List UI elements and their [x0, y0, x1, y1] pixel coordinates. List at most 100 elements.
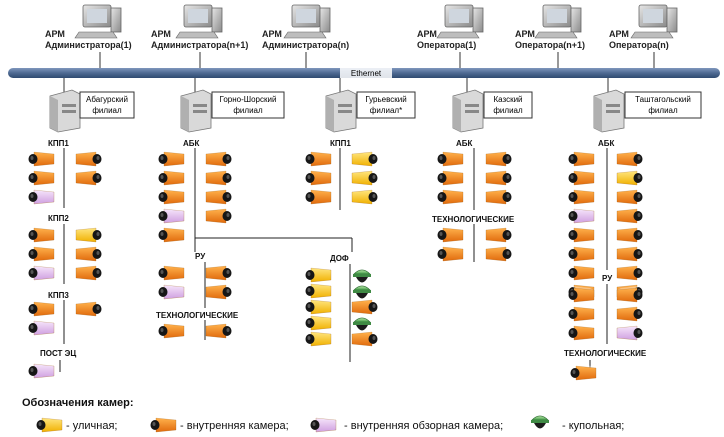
indoor-camera-icon[interactable]: [75, 150, 102, 167]
indoor-camera-icon[interactable]: [205, 283, 232, 300]
branch-server-kazsky[interactable]: Казский филиал: [452, 78, 533, 133]
indoor-camera-icon[interactable]: [158, 169, 185, 186]
indoor-camera-icon[interactable]: [205, 188, 232, 205]
group-label: ТЕХНОЛОГИЧЕСКИЕ: [564, 349, 647, 358]
indoor-camera-icon[interactable]: [568, 150, 595, 167]
dome-camera-icon[interactable]: [353, 285, 371, 299]
indoor-camera-icon[interactable]: [158, 264, 185, 281]
branch-server-abagur[interactable]: Абагурский филиал: [49, 78, 135, 133]
indoor-camera-icon[interactable]: [437, 245, 464, 262]
indoor-camera-icon[interactable]: [568, 188, 595, 205]
indoor-camera-icon[interactable]: [205, 322, 232, 339]
indoor-camera-icon[interactable]: [485, 245, 512, 262]
indoor-camera-icon[interactable]: [205, 169, 232, 186]
branch-server-guryevsky[interactable]: Гурьевский филиал*: [325, 78, 416, 133]
indoor-camera-icon[interactable]: [437, 169, 464, 186]
indoor-camera-icon[interactable]: [437, 150, 464, 167]
indoor-overview-camera-icon[interactable]: [28, 362, 55, 379]
indoor-overview-camera-icon[interactable]: [28, 188, 55, 205]
outdoor-camera-icon[interactable]: [36, 416, 63, 433]
indoor-camera-icon[interactable]: [568, 169, 595, 186]
indoor-camera-icon[interactable]: [75, 300, 102, 317]
workstation-admin-n1[interactable]: АРМ Администратора(n+1): [151, 4, 248, 50]
indoor-camera-icon[interactable]: [305, 169, 332, 186]
indoor-overview-camera-icon[interactable]: [28, 264, 55, 281]
outdoor-camera-icon[interactable]: [305, 298, 332, 315]
indoor-camera-icon[interactable]: [351, 298, 378, 315]
indoor-camera-icon[interactable]: [616, 245, 643, 262]
indoor-camera-icon[interactable]: [28, 300, 55, 317]
indoor-camera-icon[interactable]: [150, 416, 177, 433]
indoor-camera-icon[interactable]: [158, 150, 185, 167]
indoor-camera-icon[interactable]: [75, 169, 102, 186]
indoor-camera-icon[interactable]: [28, 169, 55, 186]
workstation-operator-n[interactable]: АРМ Оператора(n): [609, 4, 678, 50]
indoor-camera-icon[interactable]: [205, 264, 232, 281]
indoor-camera-icon[interactable]: [158, 226, 185, 243]
workstation-admin-1[interactable]: АРМ Администратора(1): [45, 4, 132, 50]
indoor-camera-icon[interactable]: [75, 245, 102, 262]
indoor-camera-icon[interactable]: [568, 324, 595, 341]
outdoor-camera-icon[interactable]: [351, 169, 378, 186]
outdoor-camera-icon[interactable]: [305, 314, 332, 331]
indoor-camera-icon[interactable]: [28, 150, 55, 167]
outdoor-camera-icon[interactable]: [351, 150, 378, 167]
indoor-camera-icon[interactable]: [568, 264, 595, 281]
indoor-camera-icon[interactable]: [75, 264, 102, 281]
outdoor-camera-icon[interactable]: [305, 266, 332, 283]
indoor-camera-icon[interactable]: [616, 188, 643, 205]
workstations: АРМ Администратора(1) АРМ Администратора…: [45, 4, 678, 50]
indoor-camera-icon[interactable]: [568, 305, 595, 322]
indoor-camera-icon[interactable]: [205, 207, 232, 224]
indoor-camera-icon[interactable]: [485, 226, 512, 243]
cameras: [28, 150, 643, 381]
outdoor-camera-icon[interactable]: [351, 188, 378, 205]
branch-server-tashtagol[interactable]: Таштагольский филиал: [593, 78, 702, 133]
indoor-camera-icon[interactable]: [437, 226, 464, 243]
branch-name: Гурьевский: [365, 95, 406, 104]
indoor-camera-icon[interactable]: [568, 226, 595, 243]
indoor-camera-icon[interactable]: [158, 322, 185, 339]
indoor-overview-camera-icon[interactable]: [158, 283, 185, 300]
indoor-camera-icon[interactable]: [570, 364, 597, 381]
indoor-camera-icon[interactable]: [485, 188, 512, 205]
outdoor-camera-icon[interactable]: [616, 169, 643, 186]
indoor-camera-icon[interactable]: [568, 286, 595, 303]
workstation-operator-1[interactable]: АРМ Оператора(1): [417, 4, 484, 50]
indoor-camera-icon[interactable]: [485, 169, 512, 186]
indoor-overview-camera-icon[interactable]: [310, 416, 337, 433]
indoor-camera-icon[interactable]: [616, 207, 643, 224]
indoor-camera-icon[interactable]: [616, 305, 643, 322]
indoor-overview-camera-icon[interactable]: [158, 207, 185, 224]
indoor-overview-camera-icon[interactable]: [28, 319, 55, 336]
indoor-camera-icon[interactable]: [351, 330, 378, 347]
dome-camera-icon[interactable]: [353, 317, 371, 331]
indoor-camera-icon[interactable]: [437, 188, 464, 205]
indoor-overview-camera-icon[interactable]: [568, 207, 595, 224]
indoor-camera-icon[interactable]: [568, 245, 595, 262]
indoor-camera-icon[interactable]: [485, 150, 512, 167]
indoor-camera-icon[interactable]: [28, 226, 55, 243]
indoor-camera-icon[interactable]: [158, 188, 185, 205]
indoor-camera-icon[interactable]: [616, 286, 643, 303]
outdoor-camera-icon[interactable]: [305, 282, 332, 299]
workstation-admin-n[interactable]: АРМ Администратора(n): [262, 4, 349, 50]
dome-camera-icon[interactable]: [531, 415, 549, 429]
workstation-links: [99, 52, 655, 68]
legend-item-text: - уличная;: [66, 420, 117, 432]
branch-type: филиал*: [370, 106, 402, 115]
indoor-camera-icon[interactable]: [205, 150, 232, 167]
indoor-overview-camera-icon[interactable]: [616, 324, 643, 341]
outdoor-camera-icon[interactable]: [305, 330, 332, 347]
indoor-camera-icon[interactable]: [616, 226, 643, 243]
branch-server-gorno-shorsky[interactable]: Горно-Шорский филиал: [180, 78, 285, 133]
indoor-camera-icon[interactable]: [305, 150, 332, 167]
workstation-operator-n1[interactable]: АРМ Оператора(n+1): [515, 4, 585, 50]
indoor-camera-icon[interactable]: [28, 245, 55, 262]
indoor-camera-icon[interactable]: [616, 264, 643, 281]
outdoor-camera-icon[interactable]: [75, 226, 102, 243]
indoor-camera-icon[interactable]: [616, 150, 643, 167]
dome-camera-icon[interactable]: [353, 269, 371, 283]
indoor-camera-icon[interactable]: [305, 188, 332, 205]
